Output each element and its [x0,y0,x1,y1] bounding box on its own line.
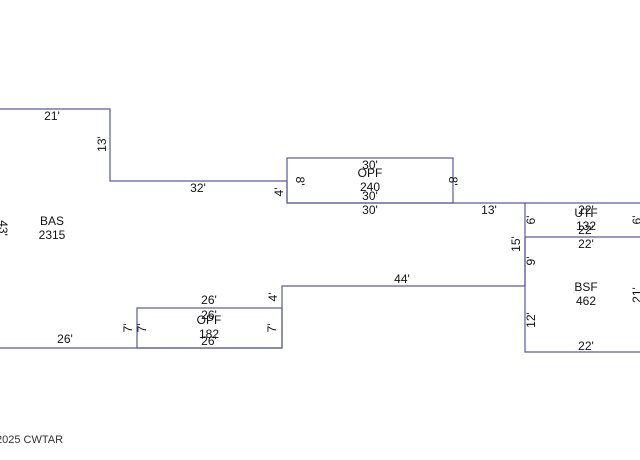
dim-bas-top: 21' [44,109,60,123]
opf-bottom-outline [136,307,283,349]
dim-bas-step-up: 4' [266,293,280,302]
dim-utf-right: 6' [630,216,640,225]
dim-opf-bottom-right: 7' [265,324,279,333]
opf-bottom-code: OPF [197,313,222,327]
utf-code: UTF [574,206,597,220]
bsf-code: BSF [574,280,597,294]
dim-opf-bottom-left: 7' [121,324,135,333]
dim-opf-bottom-left2: 7' [135,324,149,333]
dim-opf-top-left: 8' [293,177,307,186]
bas-code: BAS [40,214,64,228]
opf-top-code: OPF [358,166,383,180]
opf-top-sqft: 240 [360,180,380,194]
copyright-text: 2025 CWTAR [0,434,63,446]
bsf-sqft: 462 [576,294,596,308]
bas-outline [0,108,526,349]
dim-bas-bottom-left: 26' [57,332,73,346]
bsf-outline [524,237,640,353]
dim-opf-top-below: 30' [362,203,378,217]
dim-utf-bottom: 22' [578,237,594,251]
dim-bas-step-down2: 4' [272,188,286,197]
opf-top-outline [286,157,454,204]
dim-bas-right-lower: 13' [481,203,497,217]
dim-bsf-bottom: 22' [578,339,594,353]
dim-bas-left: 43' [0,220,10,236]
dim-opf-top-top: 30' [362,158,378,172]
opf-bottom-sqft: 182 [199,327,219,341]
dim-utf-inner: 22' [578,223,594,237]
utf-sqft: 132 [576,219,596,233]
dim-opf-bottom-top2: 26' [201,308,217,322]
dim-bsf-left-upper: 9' [524,257,538,266]
dim-utf-top: 22' [578,203,594,217]
dim-bas-bottom-long: 44' [394,272,410,286]
dim-bas-step-down: 13' [95,136,109,152]
dim-bas-right-vert: 15' [509,236,523,252]
utf-outline [525,202,640,238]
dim-opf-top-right: 8' [446,177,460,186]
dim-bsf-left-lower: 12' [524,312,538,328]
dim-opf-top-bottom: 30' [362,189,378,203]
dim-bas-run: 32' [190,181,206,195]
dim-opf-bottom-top: 26' [201,293,217,307]
dim-utf-left: 6' [524,216,538,225]
dim-bsf-right: 21' [630,287,640,303]
dim-opf-bottom-bottom: 26' [201,334,217,348]
bas-sqft: 2315 [39,228,66,242]
